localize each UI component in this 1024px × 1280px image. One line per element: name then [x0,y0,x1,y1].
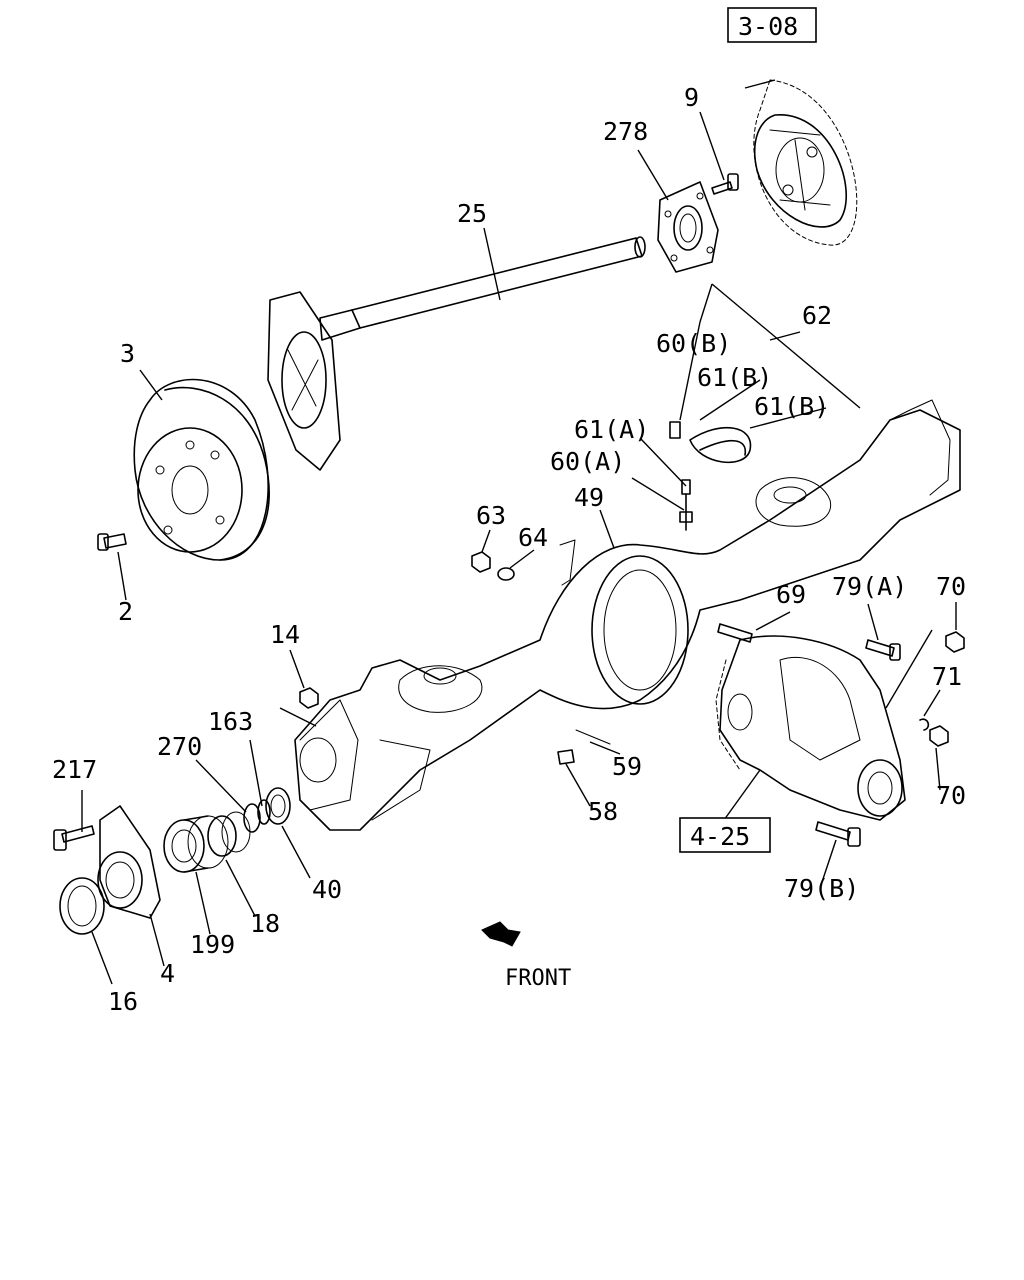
callout-49: 49 [574,483,604,512]
drain-plug-58 [557,749,575,765]
callout-16: 16 [108,987,138,1016]
callout-9: 9 [684,83,699,112]
axle-flange [267,291,341,471]
washer-64 [497,567,515,581]
callout-58: 58 [588,797,618,826]
brake-drum-3 [133,378,270,561]
snap-ring-163 [257,799,271,825]
plug-59 [575,729,611,745]
bolt-79b [815,821,861,847]
nut-14 [299,687,319,709]
callout-70-upper: 70 [936,572,966,601]
callout-2: 2 [118,597,133,626]
axle-housing-49 [294,399,961,831]
callout-69: 69 [776,580,806,609]
axle-shaft-25 [319,236,646,341]
bolt-217 [53,825,95,851]
bolt-79a [865,639,901,661]
callout-61a: 61(A) [574,415,649,444]
callout-270: 270 [157,732,202,761]
callout-18: 18 [250,909,280,938]
seal-40 [265,787,291,825]
callout-63: 63 [476,501,506,530]
ref-box-3-08 [727,7,817,43]
callout-163: 163 [208,707,253,736]
front-arrow-icon [481,921,521,947]
brake-backing-plate [753,79,858,246]
nut-70-upper [945,631,965,653]
breather-hose [669,421,752,531]
callout-64: 64 [518,523,548,552]
callout-60a: 60(A) [550,447,625,476]
callout-4-25: 4-25 [690,822,750,851]
callout-3: 3 [120,339,135,368]
bearing-199 [163,815,229,873]
callout-79b: 79(B) [784,874,859,903]
retainer-plate-278 [657,181,719,273]
callout-278: 278 [603,117,648,146]
callout-62: 62 [802,301,832,330]
washer-71 [919,718,930,731]
callout-61b-1: 61(B) [697,363,772,392]
callout-199: 199 [190,930,235,959]
callout-60b: 60(B) [656,329,731,358]
front-label: FRONT [505,966,571,991]
leader-lines [81,79,957,985]
callout-59: 59 [612,752,642,781]
differential-carrier [715,635,906,821]
nut-63 [471,551,491,573]
callout-14: 14 [270,620,300,649]
bolt-9 [711,173,739,195]
callout-217: 217 [52,755,97,784]
ref-box-4-25 [679,817,771,853]
oil-seal-16 [59,877,105,935]
callout-40: 40 [312,875,342,904]
snap-ring-270 [243,803,261,833]
callout-3-08: 3-08 [738,12,798,41]
stud-69 [717,623,753,643]
bearing-holder-4 [97,805,161,919]
callout-25: 25 [457,199,487,228]
callout-61b-2: 61(B) [754,392,829,421]
callout-4: 4 [160,959,175,988]
callout-71: 71 [932,662,962,691]
bolt-2 [97,533,127,551]
callout-70-lower: 70 [936,781,966,810]
nut-70-lower [929,725,949,747]
callout-79a: 79(A) [832,572,907,601]
